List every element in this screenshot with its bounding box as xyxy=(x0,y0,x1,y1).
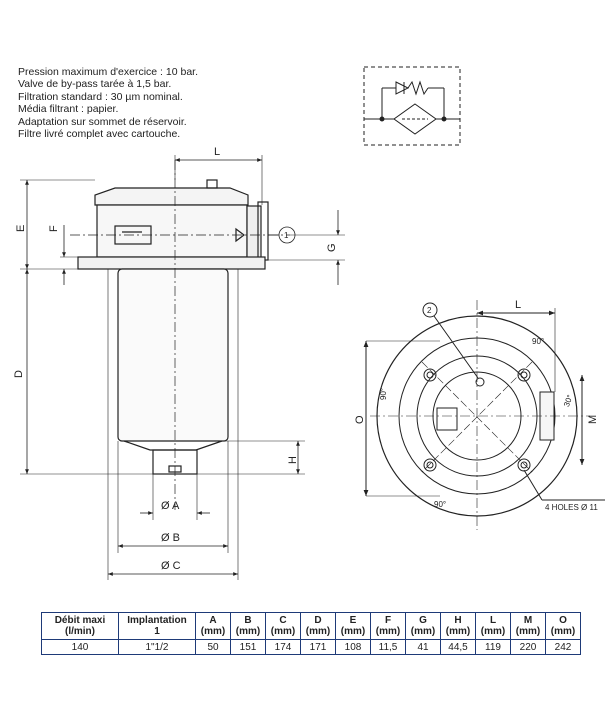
dim-label-E: E xyxy=(15,225,27,232)
header-cell: E(mm) xyxy=(335,612,371,640)
header-cell: A(mm) xyxy=(195,612,231,640)
note-line: Valve de by-pass tarée à 1,5 bar. xyxy=(18,78,172,91)
holes-label: 4 HOLES Ø 11 xyxy=(545,503,598,512)
dim-label-F: F xyxy=(48,225,60,232)
note-line: Média filtrant : papier. xyxy=(18,103,119,116)
header-cell: O(mm) xyxy=(545,612,581,640)
table-cell: 108 xyxy=(335,639,371,655)
angle-90-bottom: 90° xyxy=(434,500,446,509)
top-dim-label-M: M xyxy=(587,415,599,424)
angle-90-top: 90° xyxy=(532,337,544,346)
side-dimensions xyxy=(20,155,345,580)
table-cell: 44,5 xyxy=(440,639,476,655)
hydraulic-symbol xyxy=(363,66,461,146)
dim-label-B: Ø B xyxy=(161,532,180,544)
header-cell: C(mm) xyxy=(265,612,301,640)
top-dim-label-L: L xyxy=(515,299,521,311)
top-view xyxy=(363,300,605,530)
header-cell: Débit maxi(l/min) xyxy=(41,612,119,640)
header-cell: D(mm) xyxy=(300,612,336,640)
angle-30: 30° xyxy=(562,394,575,408)
dim-label-H: H xyxy=(287,456,299,464)
header-cell: B(mm) xyxy=(230,612,266,640)
table-cell: 242 xyxy=(545,639,581,655)
top-dim-label-O: O xyxy=(354,415,366,424)
angle-90-left: 90° xyxy=(379,388,388,400)
header-cell: L(mm) xyxy=(475,612,511,640)
header-cell: F(mm) xyxy=(370,612,406,640)
table-cell: 220 xyxy=(510,639,546,655)
table-cell: 119 xyxy=(475,639,511,655)
table-cell: 171 xyxy=(300,639,336,655)
side-view xyxy=(70,160,290,510)
dim-label-G: G xyxy=(326,243,338,252)
dim-label-L: L xyxy=(214,146,220,158)
dim-label-D: D xyxy=(13,370,25,378)
callout-1-label: 1 xyxy=(284,231,289,240)
table-cell: 1"1/2 xyxy=(118,639,196,655)
header-cell: G(mm) xyxy=(405,612,441,640)
table-cell: 41 xyxy=(405,639,441,655)
table-cell: 151 xyxy=(230,639,266,655)
table-row: 140 1"1/2 50 151 174 171 108 11,5 41 44,… xyxy=(41,639,581,655)
callout-2-label: 2 xyxy=(427,306,432,315)
table-cell: 50 xyxy=(195,639,231,655)
table-cell: 174 xyxy=(265,639,301,655)
dim-label-C: Ø C xyxy=(161,560,181,572)
header-cell: M(mm) xyxy=(510,612,546,640)
table-cell: 140 xyxy=(41,639,119,655)
header-cell: H(mm) xyxy=(440,612,476,640)
note-line: Filtre livré complet avec cartouche. xyxy=(18,128,181,141)
note-line: Pression maximum d'exercice : 10 bar. xyxy=(18,66,198,78)
dim-label-A: Ø A xyxy=(161,500,180,512)
note-line: Adaptation sur sommet de réservoir. xyxy=(18,115,187,128)
note-line: Filtration standard : 30 µm nominal. xyxy=(18,90,183,103)
table-cell: 11,5 xyxy=(370,639,406,655)
specification-notes: Pression maximum d'exercice : 10 bar. Va… xyxy=(18,66,198,140)
